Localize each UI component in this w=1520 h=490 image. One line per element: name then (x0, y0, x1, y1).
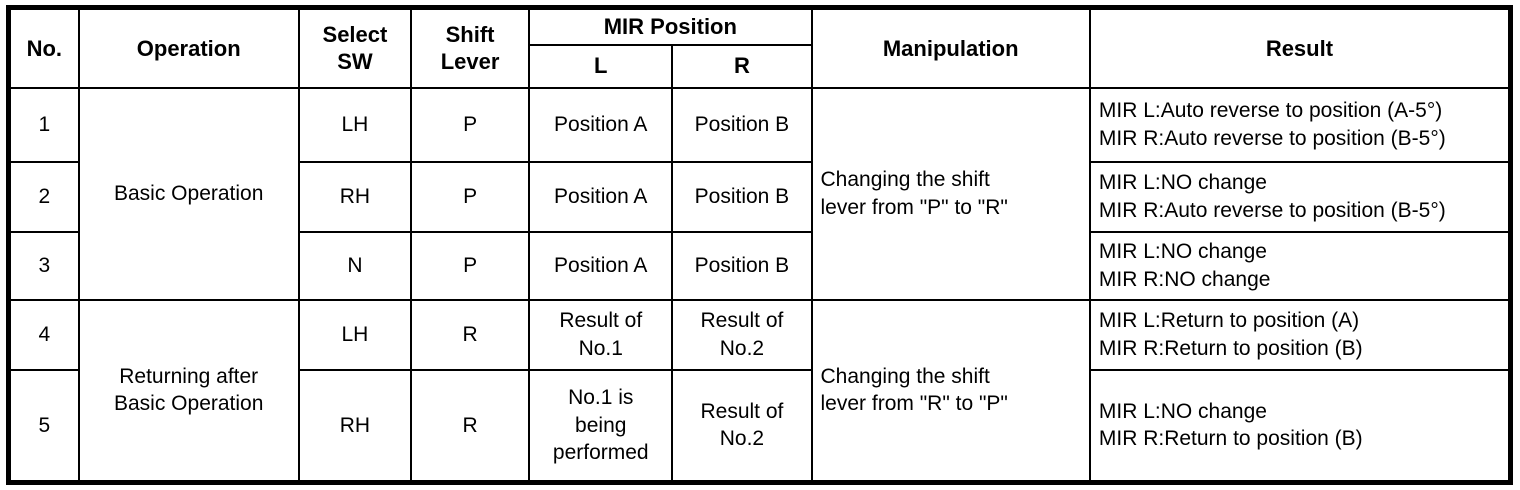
table-row-3: 3 N P Position A Position B MIR L:NO cha… (7, 230, 1512, 301)
cell-result-2: MIR L:NO change MIR R:Auto reverse to po… (1088, 160, 1512, 233)
cell-result-4: MIR L:Return to position (A) MIR R:Retur… (1088, 298, 1512, 371)
header-row-sub: L R (9, 43, 1511, 89)
cell-no-5: 5 (7, 368, 80, 484)
col-header-result: Result (1088, 6, 1512, 89)
cell-operation-returning: Returning after Basic Operation (77, 298, 300, 484)
mir-operation-table-wrapper: No. Operation Select SW Shift Lever MIR … (6, 5, 1513, 485)
cell-no-2: 2 (7, 160, 80, 233)
header-row-top: No. Operation Select SW Shift Lever MIR … (7, 6, 1512, 89)
cell-mir-l-2: Position A (528, 160, 674, 233)
cell-shift-lever-5: R (409, 368, 531, 484)
cell-mir-r-1: Position B (671, 86, 813, 163)
cell-select-sw-2: RH (297, 160, 413, 233)
cell-mir-l-5: No.1 is being performed (528, 368, 674, 484)
cell-mir-l-4: Result of No.1 (528, 298, 674, 371)
col-header-select-sw: Select SW (297, 6, 413, 89)
cell-mir-r-5: Result of No.2 (671, 368, 813, 484)
cell-shift-lever-3: P (409, 230, 531, 301)
cell-no-3: 3 (7, 230, 80, 301)
col-header-operation: Operation (77, 6, 300, 89)
col-header-mir-l: L (528, 43, 674, 89)
col-header-shift-lever: Shift Lever (409, 6, 531, 89)
table-row-2: 2 RH P Position A Position B MIR L:NO ch… (7, 160, 1512, 233)
cell-select-sw-3: N (297, 230, 413, 301)
cell-manipulation-p-to-r: Changing the shift lever from "P" to "R" (810, 86, 1091, 301)
col-header-no: No. (7, 6, 80, 89)
cell-mir-l-1: Position A (528, 86, 674, 163)
table-row-4: 4 Returning after Basic Operation LH R R… (7, 298, 1512, 484)
cell-no-4: 4 (7, 298, 80, 371)
cell-result-5: MIR L:NO change MIR R:Return to position… (1088, 368, 1512, 484)
cell-result-1: MIR L:Auto reverse to position (A-5°) MI… (1088, 86, 1512, 163)
cell-manipulation-r-to-p: Changing the shift lever from "R" to "P" (810, 298, 1091, 484)
table-row-1: 1 Basic Operation LH P Position A Positi… (7, 86, 1512, 301)
mir-operation-table: No. Operation Select SW Shift Lever MIR … (6, 5, 1513, 485)
cell-mir-r-2: Position B (671, 160, 813, 233)
cell-no-1: 1 (7, 86, 80, 163)
cell-shift-lever-2: P (409, 160, 531, 233)
cell-select-sw-5: RH (297, 368, 413, 484)
col-header-manipulation: Manipulation (810, 6, 1091, 89)
cell-mir-r-4: Result of No.2 (671, 298, 813, 371)
cell-shift-lever-1: P (409, 86, 531, 163)
cell-select-sw-1: LH (297, 86, 413, 163)
col-header-mir-r: R (671, 43, 813, 89)
cell-shift-lever-4: R (409, 298, 531, 371)
cell-result-3: MIR L:NO change MIR R:NO change (1088, 230, 1512, 301)
cell-mir-l-3: Position A (528, 230, 674, 301)
col-header-mir-position: MIR Position (528, 6, 813, 46)
table-row-5: 5 RH R No.1 is being performed Result of… (7, 368, 1512, 484)
cell-operation-basic: Basic Operation (77, 86, 300, 301)
cell-mir-r-3: Position B (671, 230, 813, 301)
cell-select-sw-4: LH (297, 298, 413, 371)
